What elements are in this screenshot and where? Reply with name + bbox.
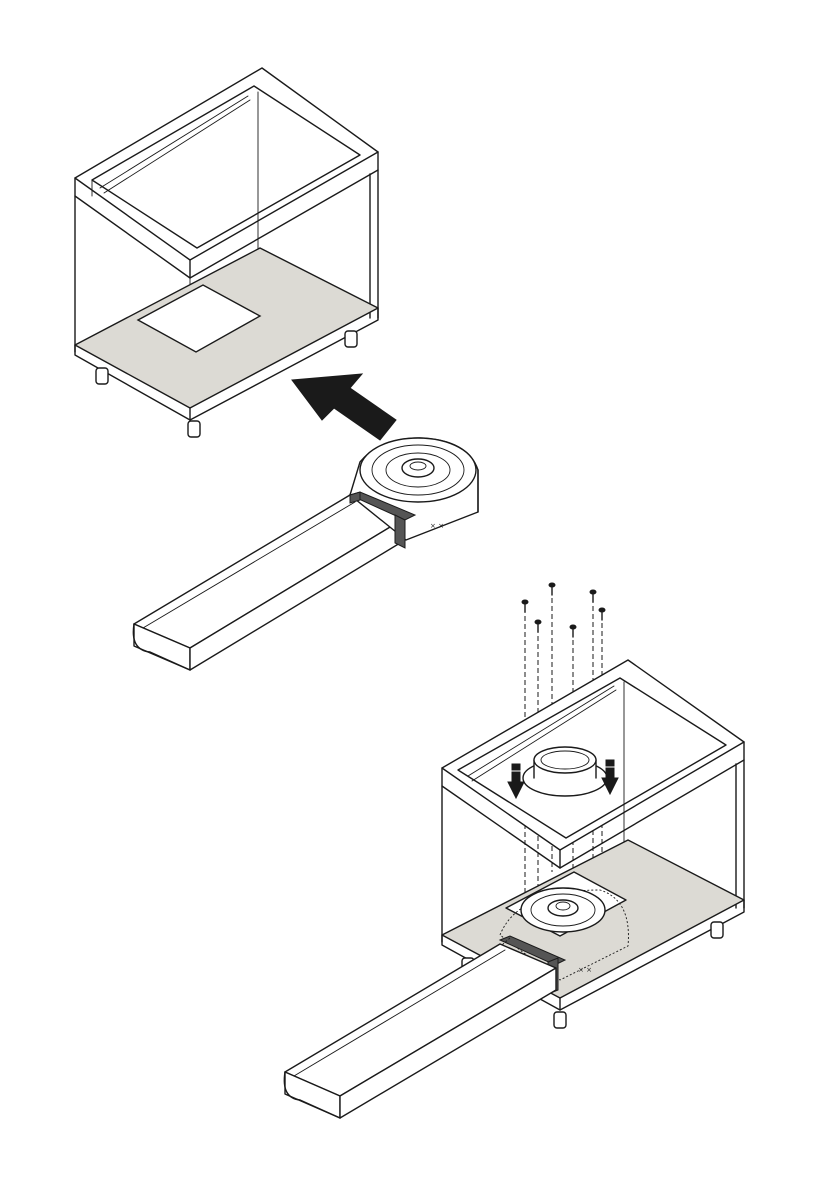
exhaust-duct xyxy=(284,944,556,1118)
svg-text:× ×: × × xyxy=(578,966,592,974)
blower-motor-with-duct: × × xyxy=(133,438,478,670)
svg-text:× ×: × × xyxy=(430,522,444,530)
insert-arrow-icon xyxy=(292,374,396,440)
cabinet-frame-top xyxy=(75,68,378,278)
step-1-illustration: × × xyxy=(75,68,478,670)
step-2-illustration: × × xyxy=(284,583,744,1118)
